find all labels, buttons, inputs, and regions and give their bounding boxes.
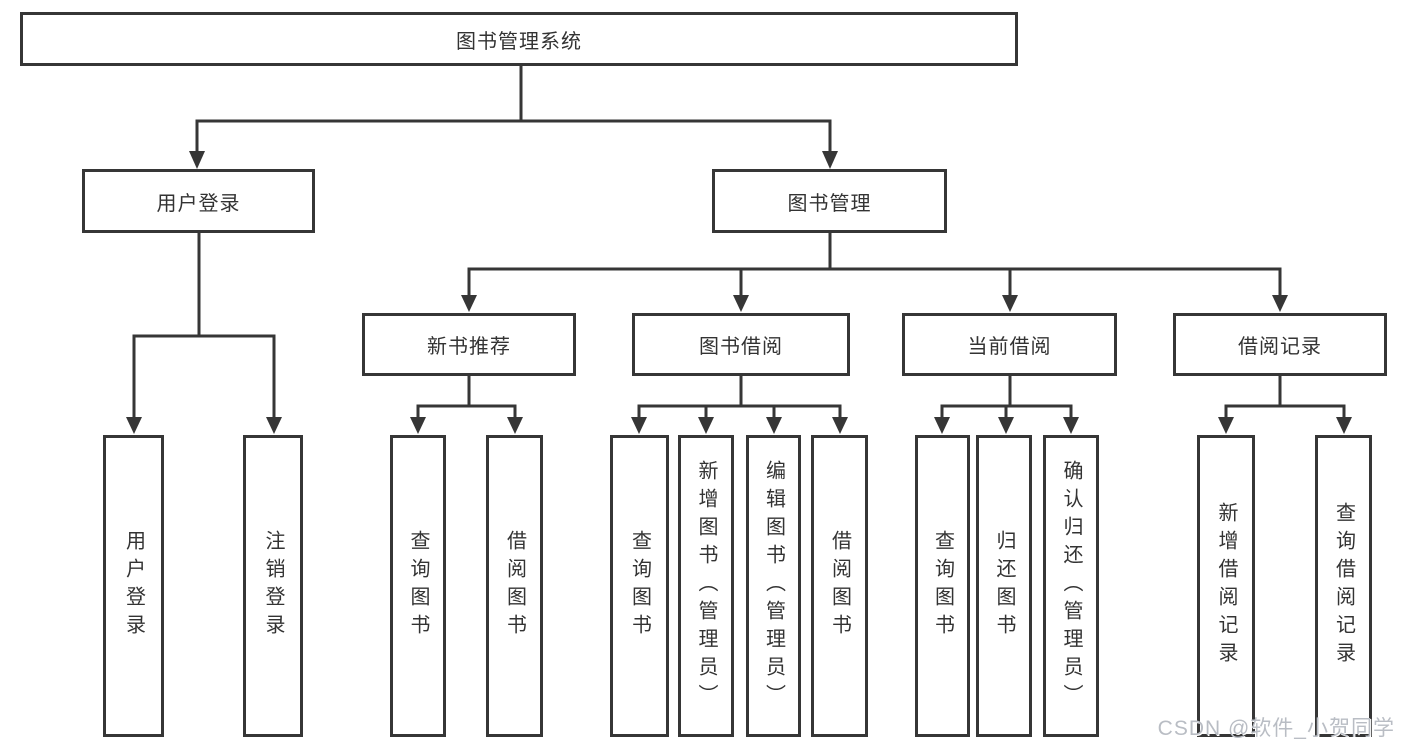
node-current-borrowing-label: 当前借阅 [967, 336, 1052, 358]
node-current-borrowing: 当前借阅 [902, 313, 1117, 376]
node-book-management-label: 图书管理 [787, 192, 872, 215]
leaf-label: 查询图书 [628, 530, 651, 642]
node-user-login: 用户登录 [82, 169, 315, 233]
arrowhead [1002, 295, 1018, 312]
leaf-label: 新增图书（管理员） [695, 460, 717, 712]
connector-line [195, 62, 832, 154]
connector-line [416, 373, 517, 420]
node-borrowing-records: 借阅记录 [1173, 313, 1387, 376]
arrowhead [189, 151, 205, 169]
leaf-logout: 注销登录 [243, 435, 303, 737]
node-book-borrowing: 图书借阅 [632, 313, 850, 376]
leaf-add-books-admin: 新增图书（管理员） [678, 435, 734, 737]
arrowhead [126, 417, 142, 434]
arrowhead [266, 417, 282, 434]
csdn-watermark: CSDN @软件_小贺同学 [1157, 717, 1395, 740]
node-borrowing-records-label: 借阅记录 [1238, 336, 1322, 358]
arrowhead [1336, 417, 1352, 434]
arrowhead [998, 417, 1014, 434]
leaf-label: 用户登录 [122, 530, 145, 642]
node-new-book-recommend-label: 新书推荐 [427, 336, 511, 358]
arrowhead [733, 295, 749, 312]
arrowhead [1063, 417, 1079, 434]
arrowhead [461, 295, 477, 312]
node-root-label: 图书管理系统 [456, 30, 582, 53]
leaf-borrow-books-recommend: 借阅图书 [486, 435, 543, 737]
connector-line [132, 230, 276, 420]
node-root: 图书管理系统 [20, 12, 1018, 66]
leaf-add-borrow-record: 新增借阅记录 [1197, 435, 1255, 737]
leaf-label: 归还图书 [993, 530, 1015, 642]
leaf-label: 新增借阅记录 [1215, 502, 1237, 670]
leaf-borrow-books-borrowing: 借阅图书 [811, 435, 868, 737]
leaf-query-books-borrowing: 查询图书 [610, 435, 669, 737]
node-user-login-label: 用户登录 [156, 192, 241, 215]
arrowhead [507, 417, 523, 434]
leaf-confirm-return-admin: 确认归还（管理员） [1043, 435, 1099, 737]
leaf-label: 查询借阅记录 [1332, 502, 1355, 670]
leaf-label: 编辑图书（管理员） [762, 460, 785, 712]
arrowhead [766, 417, 782, 434]
leaf-label: 查询图书 [407, 530, 429, 642]
arrowhead [934, 417, 950, 434]
leaf-label: 查询图书 [931, 530, 954, 642]
leaf-query-books-recommend: 查询图书 [390, 435, 446, 737]
connector-line [637, 373, 842, 420]
leaf-label: 借阅图书 [828, 530, 851, 642]
leaf-edit-books-admin: 编辑图书（管理员） [746, 435, 801, 737]
connector-line [940, 373, 1073, 420]
arrowhead [832, 417, 848, 434]
node-new-book-recommend: 新书推荐 [362, 313, 576, 376]
arrowhead [698, 417, 714, 434]
arrowhead [1218, 417, 1234, 434]
node-book-borrowing-label: 图书借阅 [699, 336, 783, 358]
arrowhead [1272, 295, 1288, 312]
arrowhead [410, 417, 426, 434]
leaf-user-login: 用户登录 [103, 435, 164, 737]
leaf-label: 借阅图书 [503, 530, 526, 642]
leaf-query-books-current: 查询图书 [915, 435, 970, 737]
connector-line [467, 230, 1282, 298]
leaf-label: 确认归还（管理员） [1060, 460, 1082, 712]
node-book-management: 图书管理 [712, 169, 947, 233]
leaf-label: 注销登录 [262, 530, 284, 642]
leaf-query-borrow-record: 查询借阅记录 [1315, 435, 1372, 737]
connector-line [1224, 373, 1346, 420]
leaf-return-books: 归还图书 [976, 435, 1032, 737]
arrowhead [822, 151, 838, 169]
arrowhead [631, 417, 647, 434]
